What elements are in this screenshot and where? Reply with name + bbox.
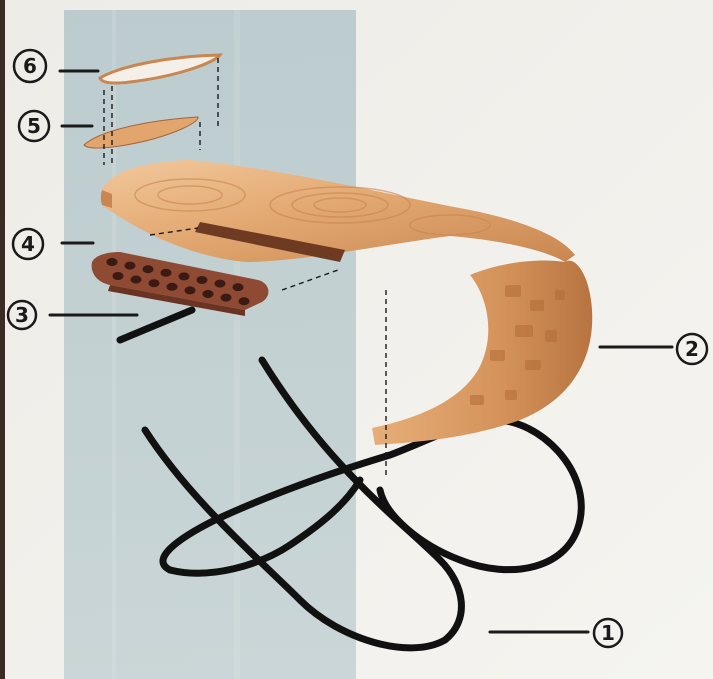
- tray-hole: [197, 276, 208, 284]
- tray-hole: [179, 272, 190, 280]
- backdrop-panel: [64, 10, 356, 679]
- callout-6-label: 6: [23, 54, 37, 78]
- tray-hole: [125, 262, 136, 270]
- panel-highlight: [112, 10, 116, 679]
- tray-hole: [233, 283, 244, 291]
- tray-hole: [167, 283, 178, 291]
- callout-3-label: 3: [15, 303, 29, 327]
- tray-hole: [131, 276, 142, 284]
- tray-hole: [221, 294, 232, 302]
- callout-2-label: 2: [685, 337, 699, 361]
- tray-hole: [149, 279, 160, 287]
- callout-1-label: 1: [601, 621, 615, 645]
- tray-hole: [239, 297, 250, 305]
- callout-5-label: 5: [27, 114, 41, 138]
- callout-4-label: 4: [21, 232, 35, 256]
- tray-hole: [107, 258, 118, 266]
- tray-hole: [113, 272, 124, 280]
- tray-hole: [185, 286, 196, 294]
- left-edge-strip: [0, 0, 5, 679]
- panel-highlight-2: [234, 10, 240, 679]
- tray-hole: [203, 290, 214, 298]
- tray-hole: [143, 265, 154, 273]
- tray-hole: [215, 280, 226, 288]
- tray-hole: [161, 269, 172, 277]
